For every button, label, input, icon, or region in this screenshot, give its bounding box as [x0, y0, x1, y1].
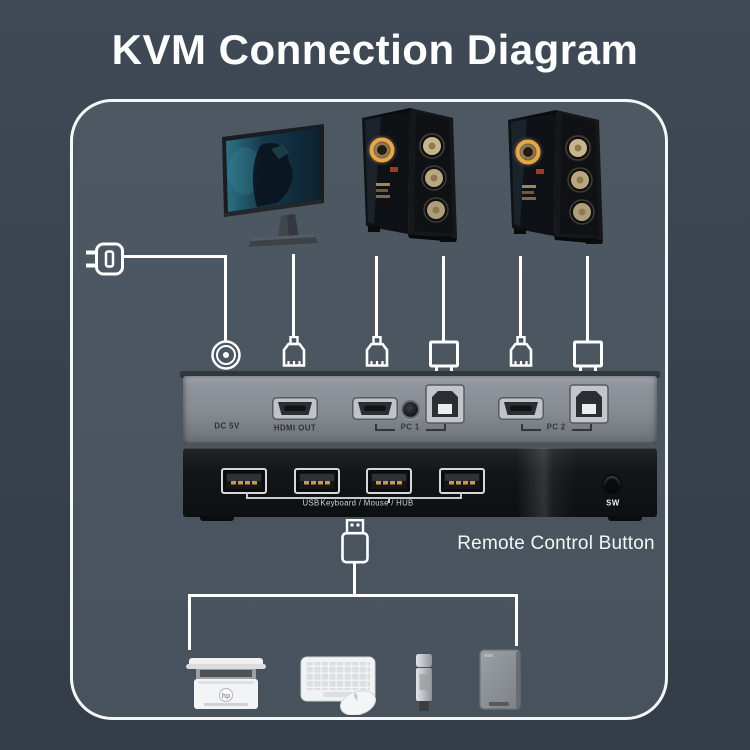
- device-foot: [608, 516, 642, 521]
- printer-image: hp: [184, 657, 268, 711]
- pc1-group-label: PC 1: [401, 423, 420, 432]
- pc2-port-group-bracket: PC 2: [521, 423, 593, 433]
- tree-right-drop-line: [515, 594, 518, 646]
- device-foot: [200, 516, 234, 521]
- pc2-group-label: PC 2: [547, 423, 566, 432]
- hdmi-out-label: HDMI OUT: [273, 424, 317, 433]
- usb-a-port-2: [294, 468, 340, 494]
- usb-a-port-3: [366, 468, 412, 494]
- usb-a-plug-icon: [340, 519, 370, 564]
- dc-barrel-connector-icon: [210, 339, 242, 371]
- hdmi-out-port: [272, 397, 318, 420]
- cable-line-pc2-usb: [586, 256, 589, 341]
- dc-port-label: DC 5V: [214, 422, 240, 431]
- cable-line-monitor: [292, 254, 295, 338]
- kvm-front-panel: USB Keyboard / Mouse / HUB SW: [183, 448, 657, 521]
- svg-text:hp: hp: [222, 693, 231, 700]
- pc-tower-1-image: [352, 105, 462, 245]
- tree-horizontal-line: [188, 594, 518, 597]
- page-title: KVM Connection Diagram: [111, 26, 639, 73]
- hdmi-plug-icon: [505, 336, 537, 372]
- power-plug-icon: [86, 242, 126, 276]
- external-hard-drive-image: [478, 648, 524, 712]
- cable-line-pc2-hdmi: [519, 256, 522, 338]
- pc-tower-2-image: [498, 107, 608, 247]
- usb-port-group-bracket: [246, 492, 462, 499]
- usb-flash-drive-image: [412, 653, 436, 713]
- usb-a-port-1: [221, 468, 267, 494]
- power-wire-line: [224, 255, 227, 341]
- tree-stem-line: [353, 563, 356, 596]
- kvm-rear-panel: DC 5V HDMI OUT PC 1: [183, 376, 657, 444]
- hdmi-plug-icon: [278, 336, 310, 372]
- sw-button-label: SW: [606, 499, 620, 508]
- hdmi-plug-icon: [361, 336, 393, 372]
- pc2-hdmi-port: [498, 397, 544, 420]
- usb-bracket-mid-tick: [388, 497, 390, 503]
- gloss-band: [517, 448, 577, 517]
- pc1-port-group-bracket: PC 1: [375, 423, 447, 433]
- usb-group-label: USB: [302, 499, 320, 508]
- hub-group-label: Keyboard / Mouse / HUB: [320, 499, 414, 508]
- tree-left-drop-line: [188, 594, 191, 650]
- monitor-image: [205, 119, 327, 249]
- pc1-usb-b-port: [425, 384, 465, 424]
- dc-power-jack: [401, 400, 420, 419]
- remote-control-label: Remote Control Button: [457, 533, 655, 554]
- kvm-rear-top-edge: [180, 371, 660, 378]
- keyboard-mouse-image: [299, 653, 383, 715]
- power-wire-line: [122, 255, 227, 258]
- cable-line-pc1-usb: [442, 256, 445, 341]
- pc2-usb-b-port: [569, 384, 609, 424]
- pc1-hdmi-port: [352, 397, 398, 420]
- cable-line-pc1-hdmi: [375, 256, 378, 338]
- usb-a-port-4: [439, 468, 485, 494]
- sw-button: [604, 476, 620, 492]
